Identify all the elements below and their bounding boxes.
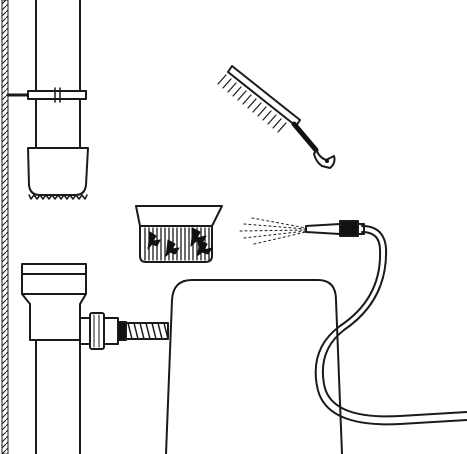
wall <box>1 0 9 454</box>
cleaning-brush <box>217 65 336 169</box>
garden-hose <box>314 225 467 426</box>
downpipe-end-cap <box>27 147 89 200</box>
connection-fitting <box>79 312 127 350</box>
downpipe-lower <box>35 339 81 454</box>
connection-hose <box>125 322 169 340</box>
leaf-debris <box>147 227 213 257</box>
rain-collector <box>21 263 87 341</box>
water-spray <box>239 217 307 245</box>
pipe-clamp <box>6 87 87 103</box>
water-tank <box>165 279 343 454</box>
filter-basket <box>135 205 223 263</box>
downpipe-upper <box>35 0 81 149</box>
hose-spray-nozzle <box>305 220 365 237</box>
